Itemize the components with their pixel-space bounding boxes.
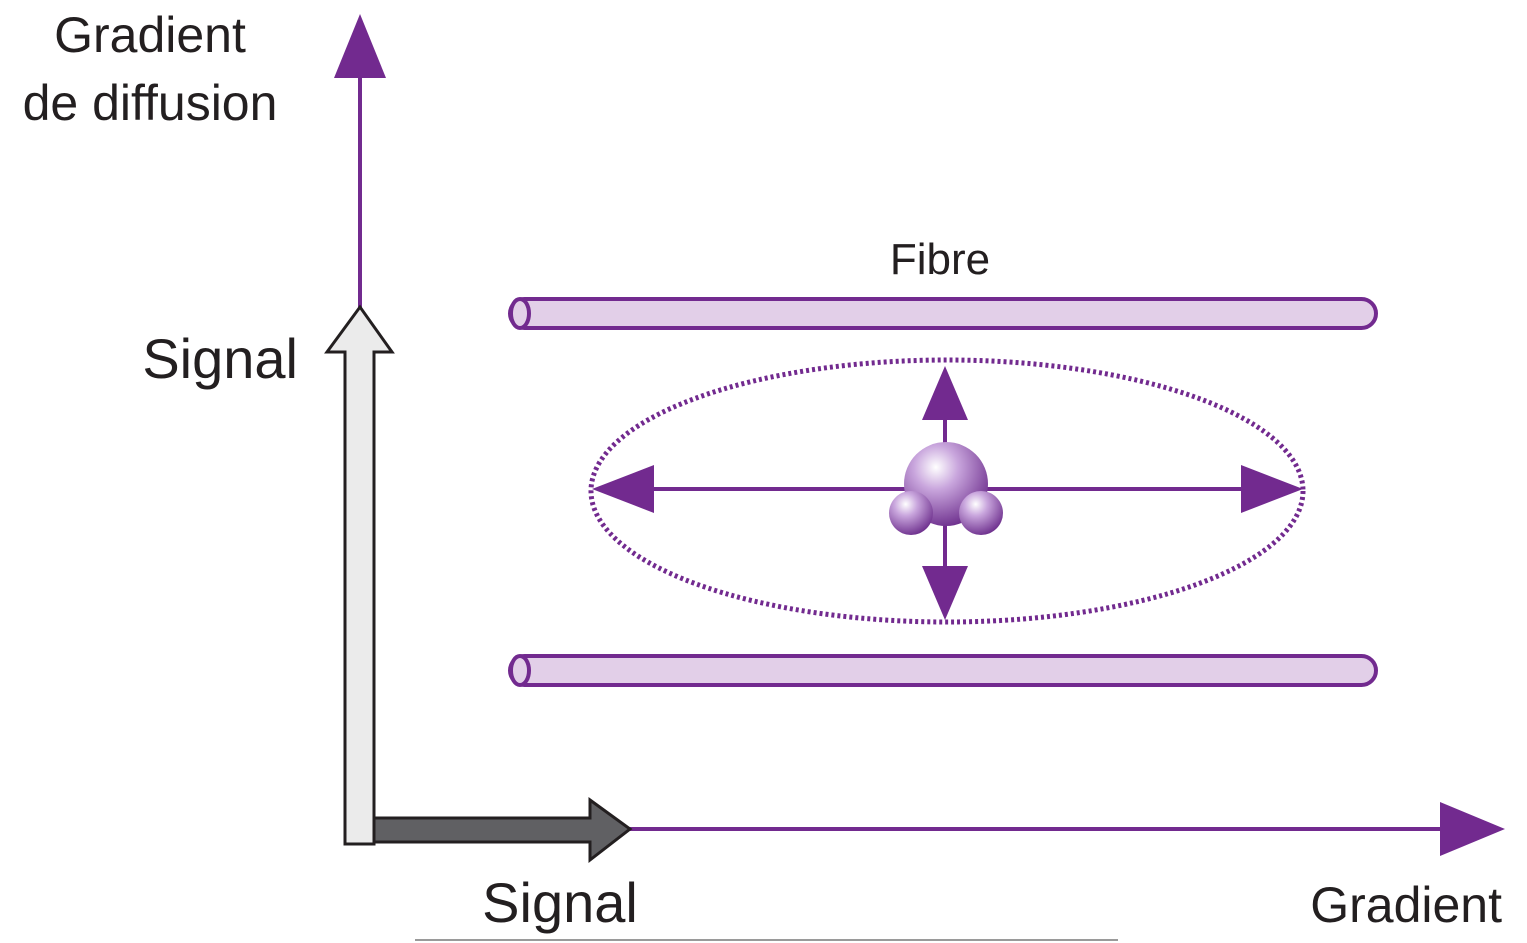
diffusion-ellipse [588,357,1306,625]
fibre-top [508,297,1378,330]
diffusion-left-arrowhead [592,465,654,513]
water-molecule-icon [889,442,1003,535]
fibre-label: Fibre [890,235,990,284]
diffusion-down-arrowhead [922,566,968,620]
diffusion-arrows [592,366,1303,620]
signal-vertical-arrow [324,304,395,846]
diffusion-right-arrowhead [1241,465,1303,513]
y-axis-label-line1: Gradient [54,7,246,63]
signal-vertical-label: Signal [142,327,298,390]
y-axis-arrowhead [334,14,386,78]
fibre-bottom [508,654,1378,687]
x-axis-label: Gradient [1310,877,1502,933]
y-axis-label-line2: de diffusion [23,75,278,131]
signal-horizontal-label: Signal [482,871,638,934]
x-axis-arrowhead [1440,802,1505,856]
signal-horizontal-arrow [372,797,633,864]
diffusion-up-arrowhead [922,366,968,420]
